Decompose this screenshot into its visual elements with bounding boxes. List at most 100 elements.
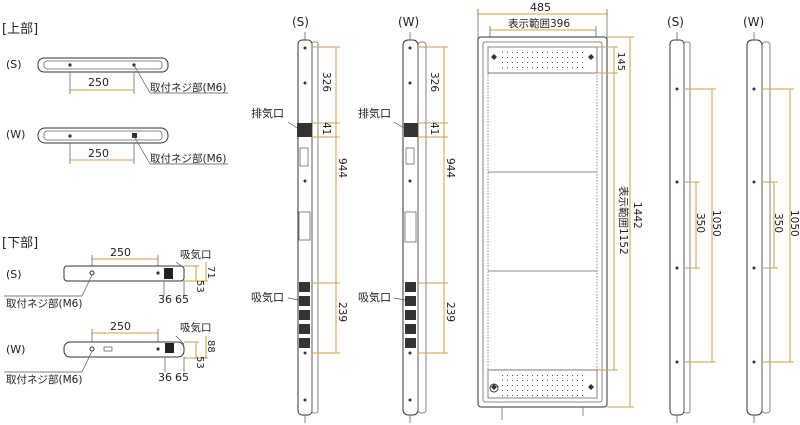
led-dot [572,52,573,53]
led-dot [532,375,533,376]
led-dot [512,380,513,381]
led-dot [577,395,578,396]
top-s-mount-label: 取付ネジ部(M6) [150,81,226,94]
bottom-w-dim: 250 [110,320,131,333]
led-dot [507,67,508,68]
bottom-w-h1: 53 [194,356,205,369]
led-dot [562,385,563,386]
top-w-mount-label: 取付ネジ部(M6) [150,152,226,165]
front-width-total: 485 [530,1,551,14]
led-dot [572,67,573,68]
rear-s-outer: 1050 [710,210,722,237]
led-dot [537,57,538,58]
led-dot [557,67,558,68]
led-dot [512,395,513,396]
led-dot [512,385,513,386]
led-dot [507,390,508,391]
led-dot [577,67,578,68]
side-w-d944: 944 [444,158,456,178]
led-dot [547,390,548,391]
led-dot [552,395,553,396]
led-dot [572,62,573,63]
rear-w-label: (W) [743,15,764,29]
led-dot [547,375,548,376]
front-top-offset: 145 [615,52,626,71]
led-dot [562,57,563,58]
led-dot [522,62,523,63]
top-w-label: (W) [6,128,25,141]
top-s-view [37,57,228,94]
led-dot [557,52,558,53]
led-dot [527,380,528,381]
led-dot [537,395,538,396]
front-height-total: 1442 [631,202,643,229]
led-dot [557,380,558,381]
led-dot [577,62,578,63]
led-dot [572,390,573,391]
side-w-d326: 326 [428,72,440,92]
led-dot [582,57,583,58]
led-dot [567,380,568,381]
led-dot [532,390,533,391]
led-dot [522,57,523,58]
bottom-s-mount-label: 取付ネジ部(M6) [6,297,82,310]
led-dot [507,395,508,396]
led-dot [567,395,568,396]
side-w-d239: 239 [444,302,456,322]
led-dot [557,375,558,376]
rear-s-inner: 350 [694,213,706,233]
led-dot [557,395,558,396]
led-dot [512,57,513,58]
led-dot [582,395,583,396]
led-dot [532,57,533,58]
led-dot [542,57,543,58]
led-dot [537,380,538,381]
led-dot [507,380,508,381]
side-s-d239: 239 [336,302,348,322]
led-dot [517,67,518,68]
led-dot [552,380,553,381]
bottom-s-intake: 吸気口 [180,248,212,261]
led-dot [552,57,553,58]
led-dot [567,375,568,376]
led-dot [552,52,553,53]
bottom-w-h2: 88 [205,340,216,353]
led-dot [557,385,558,386]
led-dot [562,375,563,376]
led-dot [547,62,548,63]
led-dot [512,375,513,376]
led-dot [542,385,543,386]
side-s-label: (S) [292,15,309,29]
bottom-s-h1: 53 [194,280,205,293]
led-dot [572,380,573,381]
led-dot [517,52,518,53]
led-dot [507,52,508,53]
led-dot [512,52,513,53]
led-dot [572,385,573,386]
led-dot [527,390,528,391]
led-dot [542,380,543,381]
led-dot [522,390,523,391]
led-dot [582,62,583,63]
led-dot [582,380,583,381]
led-dot [567,57,568,58]
led-dot [542,375,543,376]
side-s-intake: 吸気口 [251,290,284,304]
led-dot [572,395,573,396]
led-dot [562,62,563,63]
top-w-view [37,127,228,165]
led-dot [517,62,518,63]
side-s-d944: 944 [336,158,348,178]
side-w-label: (W) [398,15,419,29]
bottom-s-b1: 36 [158,293,172,306]
led-dot [527,62,528,63]
led-dot [502,52,503,53]
led-dot [552,385,553,386]
led-dot [512,67,513,68]
led-dot [517,395,518,396]
led-dot [547,57,548,58]
side-s-exhaust: 排気口 [251,106,284,120]
led-dot [577,385,578,386]
led-dot [577,375,578,376]
